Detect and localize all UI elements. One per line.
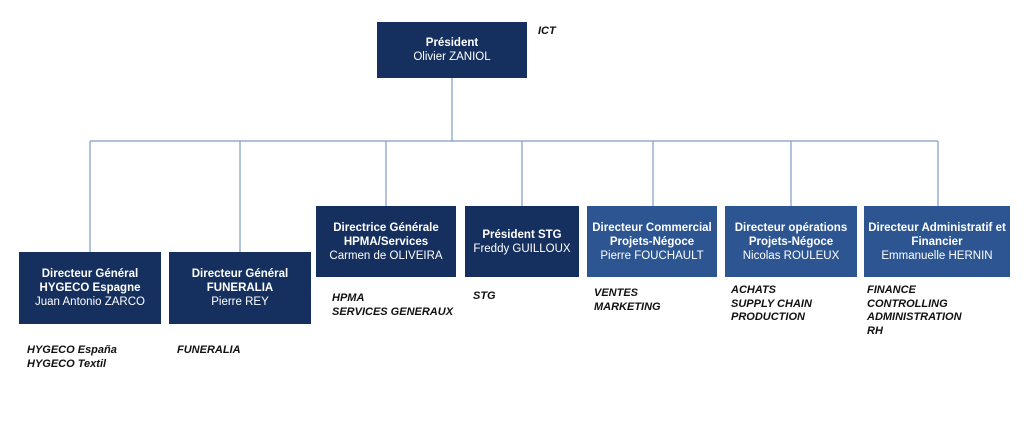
notes-commercial: VENTES MARKETING <box>594 287 661 314</box>
box-person-name: Juan Antonio ZARCO <box>35 296 145 308</box>
box-funeralia: Directeur Général FUNERALIA Pierre REY <box>169 252 311 324</box>
box-title-line: Directeur Général <box>41 268 139 280</box>
note-item: HYGECO España <box>27 344 117 356</box>
note-item: FINANCE <box>867 284 916 296</box>
notes-stg: STG <box>473 290 496 304</box>
note-ict: ICT <box>538 25 556 37</box>
box-title-line: Directeur opérations <box>734 221 848 234</box>
notes-operations: ACHATS SUPPLY CHAIN PRODUCTION <box>731 284 812 325</box>
note-item: ADMINISTRATION <box>867 311 962 323</box>
notes-hpma: HPMA SERVICES GENERAUX <box>332 292 453 319</box>
note-item: CONTROLLING <box>867 297 948 310</box>
note-item: RH <box>867 324 883 337</box>
box-person-name: Carmen de OLIVEIRA <box>329 249 443 262</box>
box-title-line: Directrice Générale <box>333 221 439 234</box>
note-item: HPMA <box>332 292 365 304</box>
note-item: MARKETING <box>594 300 661 313</box>
box-commercial: Directeur Commercial Projets-Négoce Pier… <box>587 206 717 277</box>
box-person-name: Freddy GUILLOUX <box>473 242 571 255</box>
note-item: SERVICES GENERAUX <box>332 305 454 318</box>
note-item: HYGECO Textil <box>27 357 107 370</box>
president-name: Olivier ZANIOL <box>413 51 491 63</box>
note-item: FUNERALIA <box>177 344 241 356</box>
box-person-name: Emmanuelle HERNIN <box>881 249 993 262</box>
box-operations: Directeur opérations Projets-Négoce Nico… <box>725 206 857 277</box>
box-hpma: Directrice Générale HPMA/Services Carmen… <box>316 206 456 277</box>
note-item: ACHATS <box>731 284 777 296</box>
box-person-name: Pierre FOUCHAULT <box>600 249 704 262</box>
notes-hygeco-espagne: HYGECO España HYGECO Textil <box>27 344 117 371</box>
box-title-line: HYGECO Espagne <box>39 282 141 294</box>
note-item: SUPPLY CHAIN <box>731 297 812 310</box>
box-stg: Président STG Freddy GUILLOUX <box>465 206 579 277</box>
box-title-line: Projets-Négoce <box>748 235 834 248</box>
box-person-name: Nicolas ROULEUX <box>742 249 840 262</box>
box-title-line: Projets-Négoce <box>609 235 695 248</box>
box-title-line: Directeur Général <box>191 268 289 280</box>
president-box: Président Olivier ZANIOL <box>377 22 527 78</box>
note-item: STG <box>473 290 496 302</box>
note-item: VENTES <box>594 287 639 299</box>
notes-admin-fin: FINANCE CONTROLLING ADMINISTRATION RH <box>867 284 962 338</box>
box-person-name: Pierre REY <box>211 296 269 308</box>
president-note: ICT <box>538 25 556 39</box>
president-title: Président <box>425 37 479 49</box>
box-hygeco-espagne: Directeur Général HYGECO Espagne Juan An… <box>19 252 161 324</box>
box-admin-fin: Directeur Administratif et Financier Emm… <box>864 206 1010 277</box>
box-title-line: Président STG <box>482 228 562 241</box>
box-title-line: Financier <box>911 235 963 248</box>
box-title-line: Directeur Commercial <box>592 221 712 234</box>
note-item: PRODUCTION <box>731 311 805 323</box>
box-title-line: Directeur Administratif et <box>868 221 1006 234</box>
notes-funeralia: FUNERALIA <box>177 344 241 358</box>
box-title-line: FUNERALIA <box>206 282 274 294</box>
box-title-line: HPMA/Services <box>343 235 429 248</box>
